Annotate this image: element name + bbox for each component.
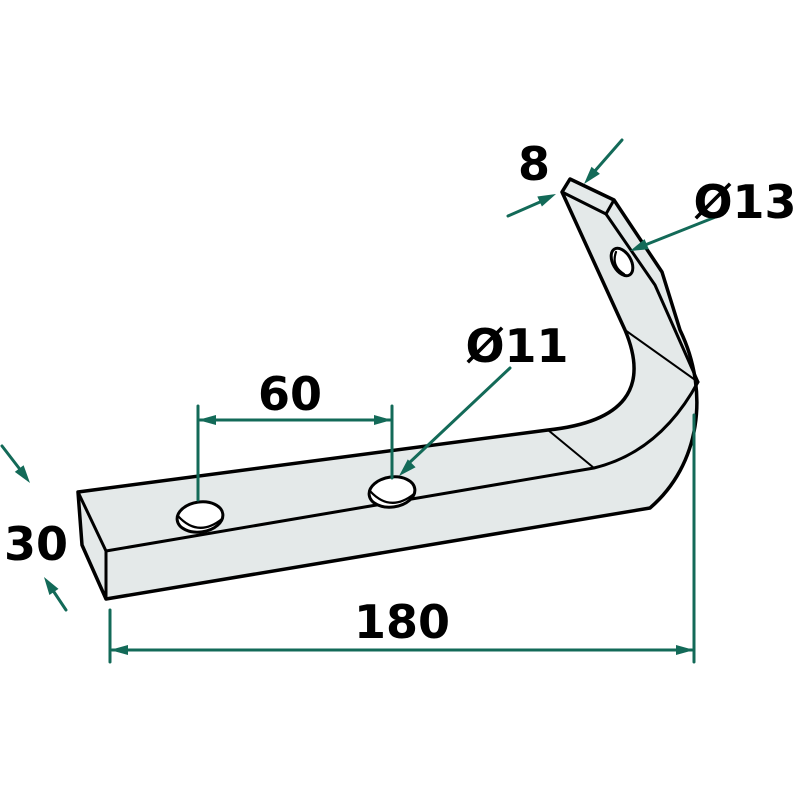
hole-left-wall xyxy=(176,514,224,529)
dim-spacing-arrow-left xyxy=(198,415,216,425)
part-front-top-edge xyxy=(104,380,700,553)
dim-thickness-line-upper xyxy=(592,138,624,174)
callout-top-hole-leader xyxy=(643,214,720,247)
part-silhouette xyxy=(76,177,699,601)
part-tip-edges xyxy=(560,190,616,216)
callout-top-hole: Ø13 xyxy=(630,175,797,251)
dim-thickness-arrow-lower xyxy=(537,194,556,207)
bend-tangent-lower xyxy=(547,429,595,469)
bend-tangent-upper xyxy=(624,329,699,383)
dim-thickness-label: 8 xyxy=(518,137,550,191)
callout-top-hole-arrow xyxy=(630,239,649,251)
dim-hole-spacing: 60 xyxy=(196,367,394,502)
dim-width-arrow-lower xyxy=(44,577,59,595)
callout-bar-hole: Ø11 xyxy=(399,319,569,476)
callout-top-hole-label: Ø13 xyxy=(693,175,796,229)
dim-thickness: 8 xyxy=(506,137,624,218)
dim-width-line-lower xyxy=(50,587,68,612)
dim-length: 180 xyxy=(108,413,696,664)
dim-spacing-label: 60 xyxy=(258,367,322,421)
dim-width-line-upper xyxy=(0,444,24,474)
dim-width-label: 30 xyxy=(4,517,68,571)
callout-bar-hole-label: Ø11 xyxy=(465,319,568,373)
dim-thickness-arrow-upper xyxy=(584,166,600,184)
part-arm-face-edge xyxy=(604,212,700,384)
dim-spacing-arrow-right xyxy=(374,415,392,425)
hole-top-wall xyxy=(613,250,626,276)
dim-length-arrow-left xyxy=(110,645,128,655)
callout-bar-hole-arrow xyxy=(399,459,416,476)
callout-bar-hole-leader xyxy=(406,366,512,466)
hole-middle-wall xyxy=(368,489,416,504)
dim-width-arrow-upper xyxy=(14,465,30,483)
dim-length-label: 180 xyxy=(354,595,450,649)
dim-thickness-line-lower xyxy=(506,200,542,218)
dim-length-arrow-right xyxy=(676,645,694,655)
dim-width: 30 xyxy=(0,444,68,612)
